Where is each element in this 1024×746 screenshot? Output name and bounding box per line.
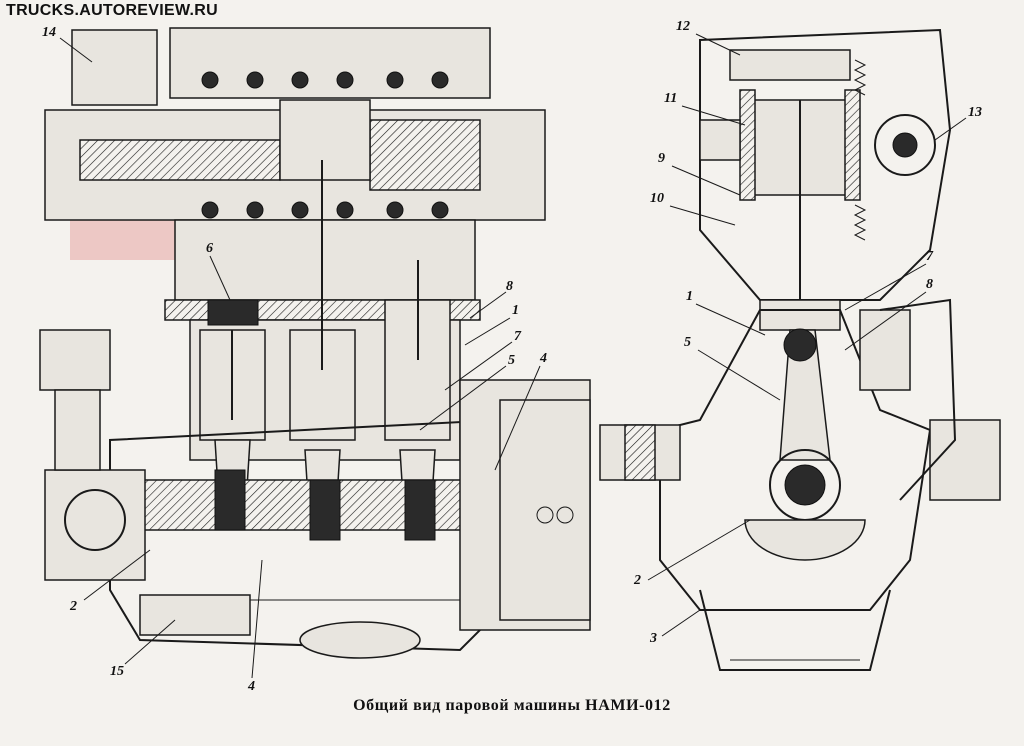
transverse-section-view — [599, 28, 1001, 671]
label-10: 10 — [650, 191, 664, 206]
label-2: 2 — [69, 599, 77, 614]
top-bolts — [201, 71, 449, 219]
label-6: 6 — [206, 241, 213, 256]
label-4a: 4 — [539, 351, 547, 366]
label-9: 9 — [658, 151, 665, 166]
label-5: 5 — [508, 353, 515, 368]
label-2r: 2 — [633, 573, 641, 588]
label-12: 12 — [676, 19, 690, 34]
label-4b: 4 — [247, 679, 255, 694]
label-8r: 8 — [926, 277, 933, 292]
label-5r: 5 — [684, 335, 691, 350]
leader-lines-left — [59, 37, 541, 679]
leader-lines-right — [647, 33, 967, 637]
label-7: 7 — [514, 329, 522, 344]
label-3r: 3 — [649, 631, 657, 646]
label-1: 1 — [512, 303, 519, 318]
label-7r: 7 — [926, 249, 934, 264]
figure-caption: Общий вид паровой машины НАМИ-012 — [353, 697, 671, 714]
label-15: 15 — [110, 664, 124, 679]
labels-right: 12 11 9 10 13 7 8 1 5 2 3 — [633, 19, 982, 646]
site-watermark: TRUCKS.AUTOREVIEW.RU — [6, 2, 218, 19]
label-8: 8 — [506, 279, 513, 294]
label-14: 14 — [42, 25, 56, 40]
label-1r: 1 — [686, 289, 693, 304]
label-11: 11 — [664, 91, 677, 106]
label-13: 13 — [968, 105, 982, 120]
longitudinal-section-view — [39, 27, 591, 659]
labels-left: 14 6 8 1 7 5 4 2 15 4 — [42, 25, 547, 694]
